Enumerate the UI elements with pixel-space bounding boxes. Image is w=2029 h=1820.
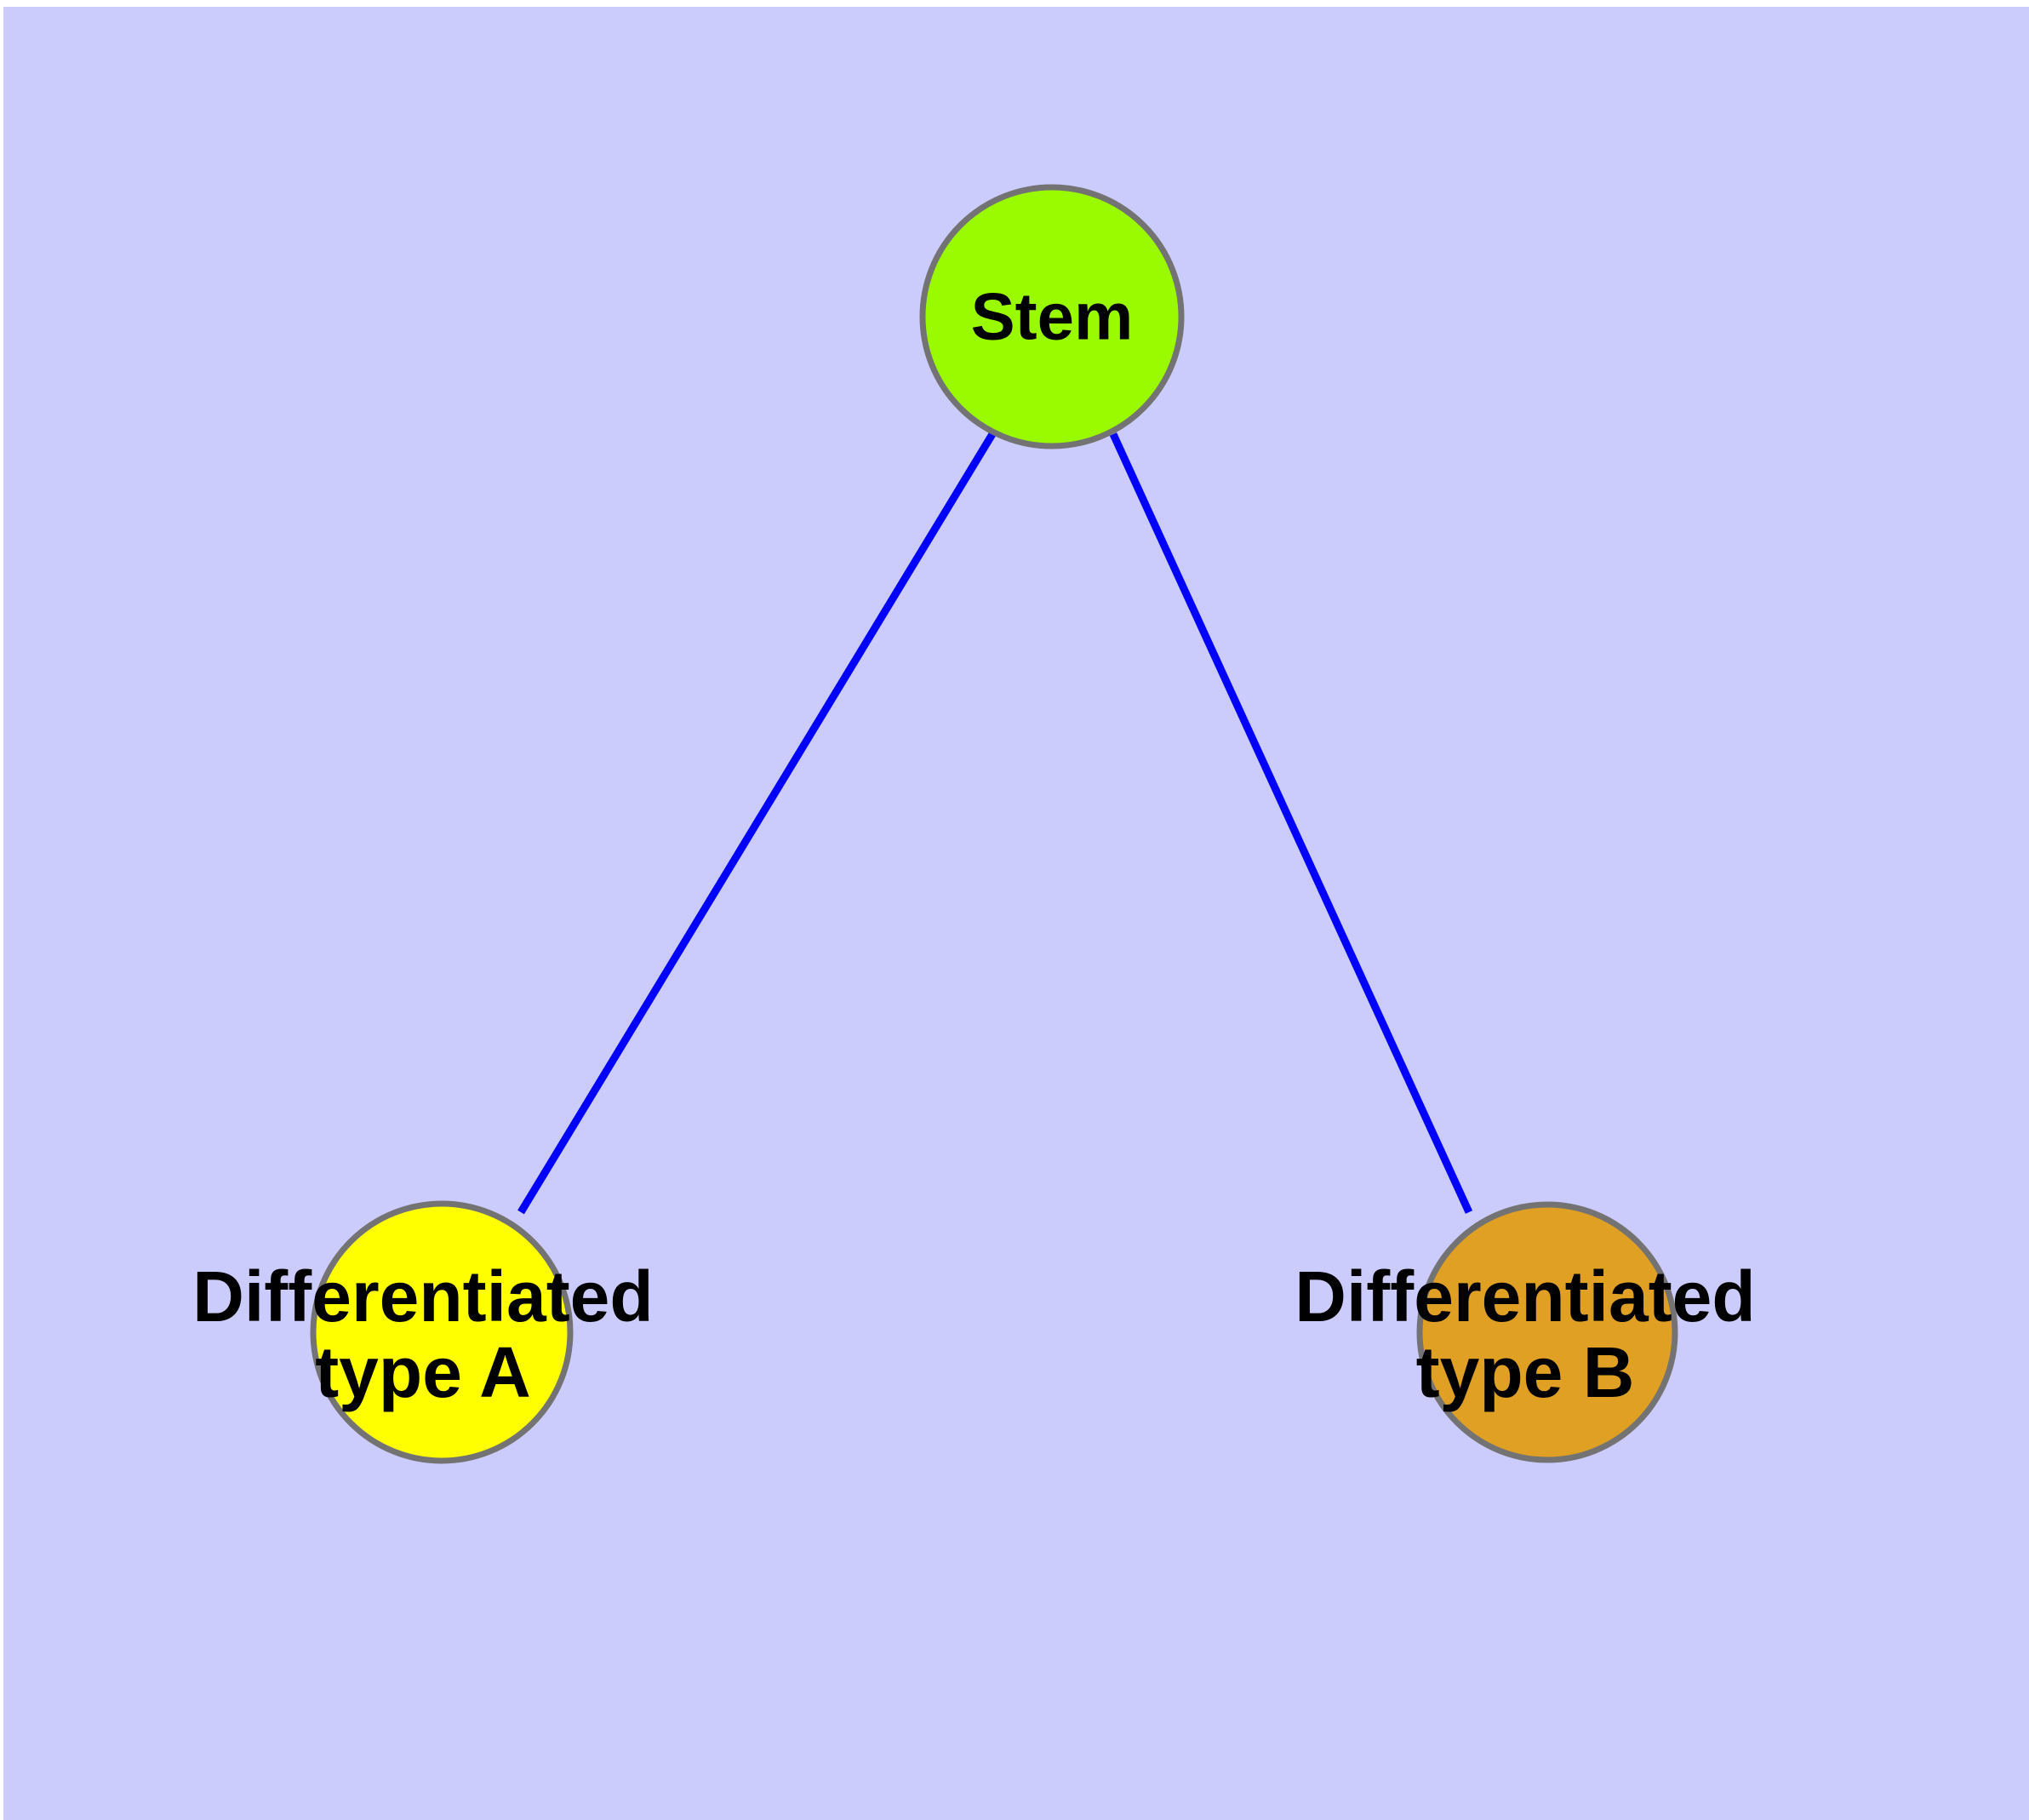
graph-node-stem[interactable] <box>919 184 1185 449</box>
edges-layer <box>517 432 1473 1215</box>
graph-node-diff_b[interactable] <box>1416 1201 1678 1463</box>
graph-edge-stem-diff_a <box>517 432 996 1215</box>
graph-node-diff_a[interactable] <box>310 1200 574 1464</box>
nodes-layer <box>310 184 1678 1464</box>
graph-edge-stem-diff_b <box>1109 432 1473 1214</box>
